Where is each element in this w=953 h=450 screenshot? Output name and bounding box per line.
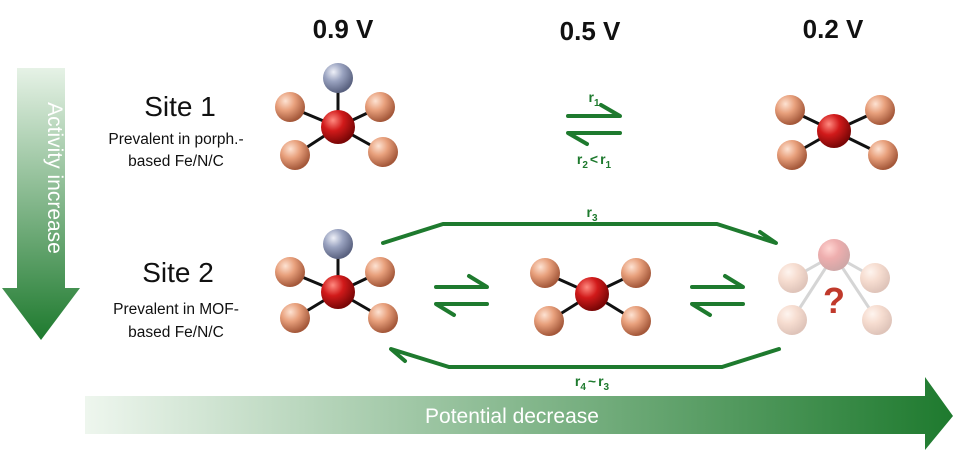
site2-molecule-0p5v: [530, 258, 651, 336]
site1-molecule-0p2v: [775, 95, 898, 170]
site1-molecule-0p9v: [275, 63, 398, 170]
potential-decrease-arrow: Potential decrease: [85, 377, 953, 450]
rate-label-r3: r3: [586, 204, 597, 224]
site2-subtitle-line1: Prevalent in MOF-: [113, 301, 239, 318]
site1-subtitle-line2: based Fe/N/C: [128, 153, 224, 170]
potential-decrease-label: Potential decrease: [425, 405, 599, 428]
site2-equilibrium-arrows-right: [690, 274, 745, 317]
site2-title: Site 2: [142, 257, 214, 288]
activity-increase-label: Activity increase: [43, 102, 66, 254]
site2-molecule-0p2v-unknown: [777, 239, 892, 335]
site2-subtitle-line2: based Fe/N/C: [128, 324, 224, 341]
site2-molecule-0p9v: [275, 229, 398, 333]
potential-label-mid: 0.5 V: [560, 16, 621, 46]
site1-equilibrium-arrows: [566, 103, 622, 146]
rate-label-r2-lt-r1: r2<r1: [577, 151, 612, 171]
site1-title: Site 1: [144, 91, 216, 122]
rate-label-r4-sim-r3: r4~r3: [575, 373, 610, 393]
bypass-arrow-backward-r4: [389, 347, 781, 369]
site2-equilibrium-arrows-left: [434, 274, 489, 317]
bypass-arrow-forward-r3: [381, 222, 778, 245]
site1-subtitle-line1: Prevalent in porph.-: [108, 131, 243, 148]
unknown-structure-question-mark: ?: [823, 280, 845, 321]
rate-label-r1: r1: [588, 89, 599, 109]
potential-label-high: 0.9 V: [313, 14, 374, 44]
activity-increase-arrow: Activity increase: [2, 68, 80, 340]
potential-label-low: 0.2 V: [803, 14, 864, 44]
